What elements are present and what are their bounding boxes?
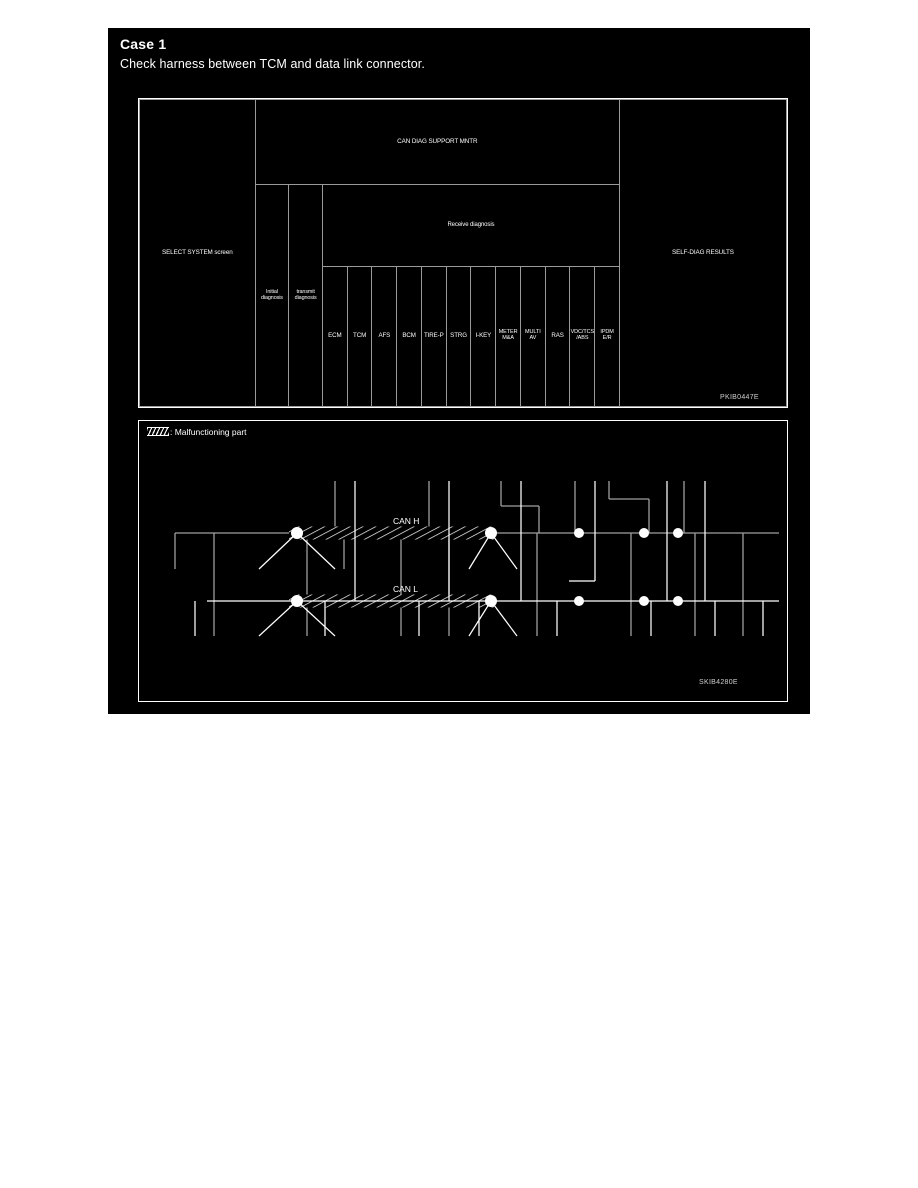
bus-lines-gray xyxy=(174,481,779,636)
hatch-swatch-icon xyxy=(147,427,169,436)
th-recv-afs: AFS xyxy=(371,265,398,408)
case-title: Case 1 xyxy=(120,36,167,52)
th-recv-tire-p: TIRE-P xyxy=(420,265,447,408)
can-h-label: CAN H xyxy=(393,516,420,526)
diagram-figure-id: SKIB4280E xyxy=(699,679,738,686)
th-can-diag-support-mntr: CAN DIAG SUPPORT MNTR xyxy=(254,98,620,186)
th-recv-strg: STRG xyxy=(445,265,472,408)
table-figure-id: PKIB0447E xyxy=(720,394,759,401)
th-recv-ras: RAS xyxy=(544,265,571,408)
th-recv-i-key: I-KEY xyxy=(470,265,497,408)
th-receive-diagnosis: Receive diagnosis xyxy=(321,184,620,267)
bus-junction-dots xyxy=(291,527,683,607)
diagram-svg xyxy=(174,481,779,637)
can-network-diagram: : Malfunctioning part xyxy=(138,420,788,702)
th-self-diag-results: SELF-DIAG RESULTS xyxy=(618,99,788,407)
th-select-system: SELECT SYSTEM screen xyxy=(139,99,256,407)
th-recv-ecm: ECM xyxy=(321,265,348,408)
th-recv-tcm: TCM xyxy=(346,265,373,408)
can-h-malfunction-hatch xyxy=(289,526,494,540)
legend-label: : Malfunctioning part xyxy=(170,427,247,437)
figure-panel: Case 1 Check harness between TCM and dat… xyxy=(108,28,810,714)
th-recv-bcm: BCM xyxy=(396,265,422,408)
legend-malfunctioning-part: : Malfunctioning part xyxy=(147,427,247,437)
th-recv-vdc-tcs-abs: VDC/TCS/ABS xyxy=(569,265,596,408)
can-l-label: CAN L xyxy=(393,584,419,594)
bus-lines-white xyxy=(194,481,779,637)
case-subtitle: Check harness between TCM and data link … xyxy=(120,57,425,71)
